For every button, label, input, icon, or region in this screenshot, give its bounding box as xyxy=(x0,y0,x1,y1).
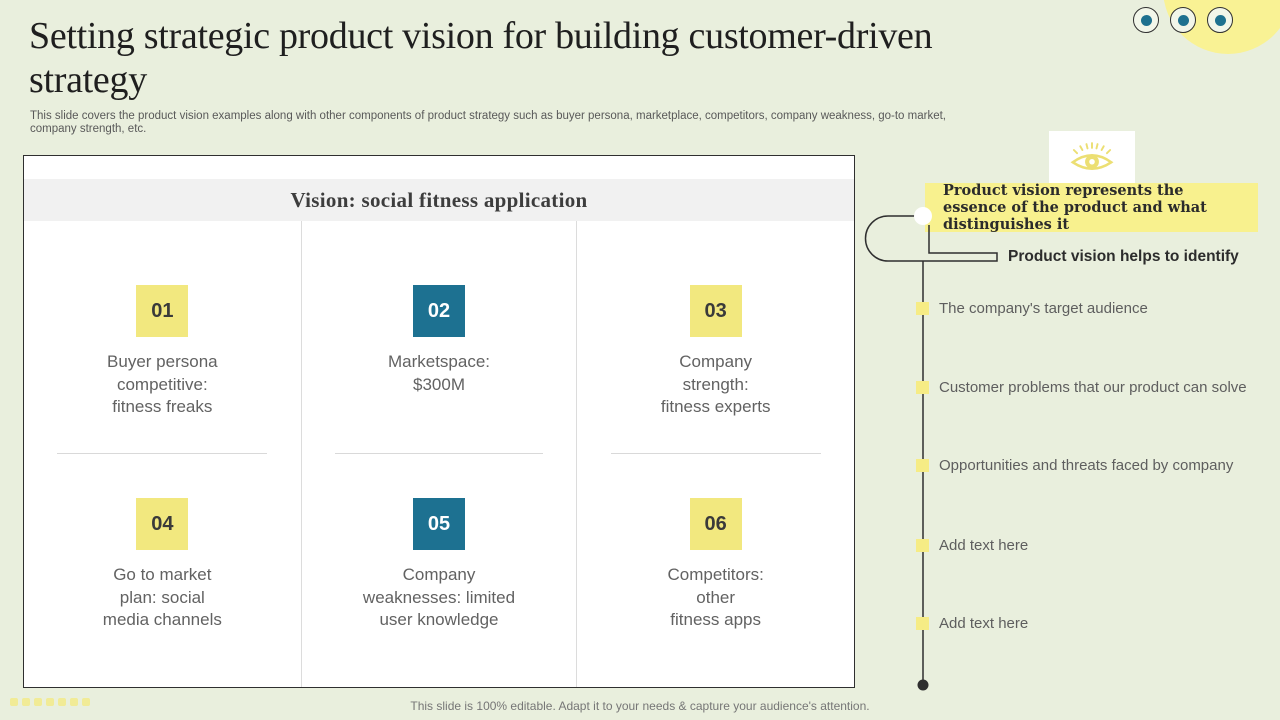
vision-item-text: Go to market plan: social media channels xyxy=(102,565,222,630)
timeline-item: Add text here xyxy=(916,535,1028,555)
row-divider xyxy=(610,453,821,454)
vision-item-02: 02 Marketspace: $300M xyxy=(300,221,578,454)
timeline-item-label: Opportunities and threats faced by compa… xyxy=(939,456,1234,474)
eye-icon xyxy=(1070,141,1114,170)
vision-item-text: Company weaknesses: limited user knowled… xyxy=(362,565,516,630)
slide-title: Setting strategic product vision for bui… xyxy=(29,15,933,102)
number-badge: 02 xyxy=(412,285,465,337)
vision-item-text: Marketspace: $300M xyxy=(387,352,491,394)
callout-text: Product vision represents the essence of… xyxy=(943,181,1207,234)
number-badge: 04 xyxy=(136,498,189,550)
timeline-item: Customer problems that our product can s… xyxy=(916,377,1247,397)
number-badge: 06 xyxy=(689,498,742,550)
number-badge: 03 xyxy=(689,285,742,337)
bullet-square-icon xyxy=(916,458,929,472)
timeline-item: The company's target audience xyxy=(916,298,1148,318)
timeline-item: Add text here xyxy=(916,613,1028,633)
square-decoration xyxy=(82,698,90,706)
square-decoration xyxy=(58,698,66,706)
circle-dot-icon xyxy=(1133,7,1159,33)
bottom-squares-decoration xyxy=(10,698,90,706)
timeline-item-label-placeholder[interactable]: Add text here xyxy=(939,536,1029,554)
number-badge: 01 xyxy=(136,285,189,337)
vision-item-06: 06 Competitors: other fitness apps xyxy=(577,454,854,687)
bullet-square-icon xyxy=(916,301,929,315)
row-divider xyxy=(334,453,544,454)
vision-item-01: 01 Buyer persona competitive: fitness fr… xyxy=(24,221,301,454)
teal-dot xyxy=(1214,14,1226,26)
square-decoration xyxy=(70,698,78,706)
timeline-item: Opportunities and threats faced by compa… xyxy=(916,455,1233,475)
teal-dot xyxy=(1140,14,1152,26)
vision-panel-header: Vision: social fitness application xyxy=(24,179,854,221)
circle-dot-icon xyxy=(1170,7,1196,33)
timeline-item-label: Customer problems that our product can s… xyxy=(939,378,1247,396)
number-badge: 05 xyxy=(412,498,465,550)
square-decoration xyxy=(22,698,30,706)
vision-item-03: 03 Company strength: fitness experts xyxy=(577,221,854,454)
vision-item-04: 04 Go to market plan: social media chann… xyxy=(24,454,301,687)
vision-item-05: 05 Company weaknesses: limited user know… xyxy=(300,454,578,687)
teal-dot xyxy=(1177,14,1189,26)
square-decoration xyxy=(10,698,18,706)
slide-footer-note: This slide is 100% editable. Adapt it to… xyxy=(410,699,870,713)
square-decoration xyxy=(34,698,42,706)
vision-grid: 01 Buyer persona competitive: fitness fr… xyxy=(24,221,854,687)
timeline-item-label: The company's target audience xyxy=(939,299,1148,317)
vision-item-text: Buyer persona competitive: fitness freak… xyxy=(107,352,218,417)
vision-panel: Vision: social fitness application 01 Bu… xyxy=(23,155,855,688)
bullet-square-icon xyxy=(916,616,929,630)
timeline-connector xyxy=(864,207,998,691)
eye-icon-box xyxy=(1049,131,1135,184)
slide-subtitle: This slide covers the product vision exa… xyxy=(30,110,946,136)
product-vision-callout: Product vision represents the essence of… xyxy=(925,181,1258,234)
vision-item-text: Company strength: fitness experts xyxy=(660,352,771,417)
square-decoration xyxy=(46,698,54,706)
identify-label: Product vision helps to identify xyxy=(1008,248,1239,265)
timeline-item-label-placeholder[interactable]: Add text here xyxy=(939,614,1029,632)
bullet-square-icon xyxy=(916,380,929,394)
row-divider xyxy=(57,453,268,454)
bullet-square-icon xyxy=(916,538,929,552)
vision-item-text: Competitors: other fitness apps xyxy=(667,565,764,630)
circle-dot-icon xyxy=(1207,7,1233,33)
